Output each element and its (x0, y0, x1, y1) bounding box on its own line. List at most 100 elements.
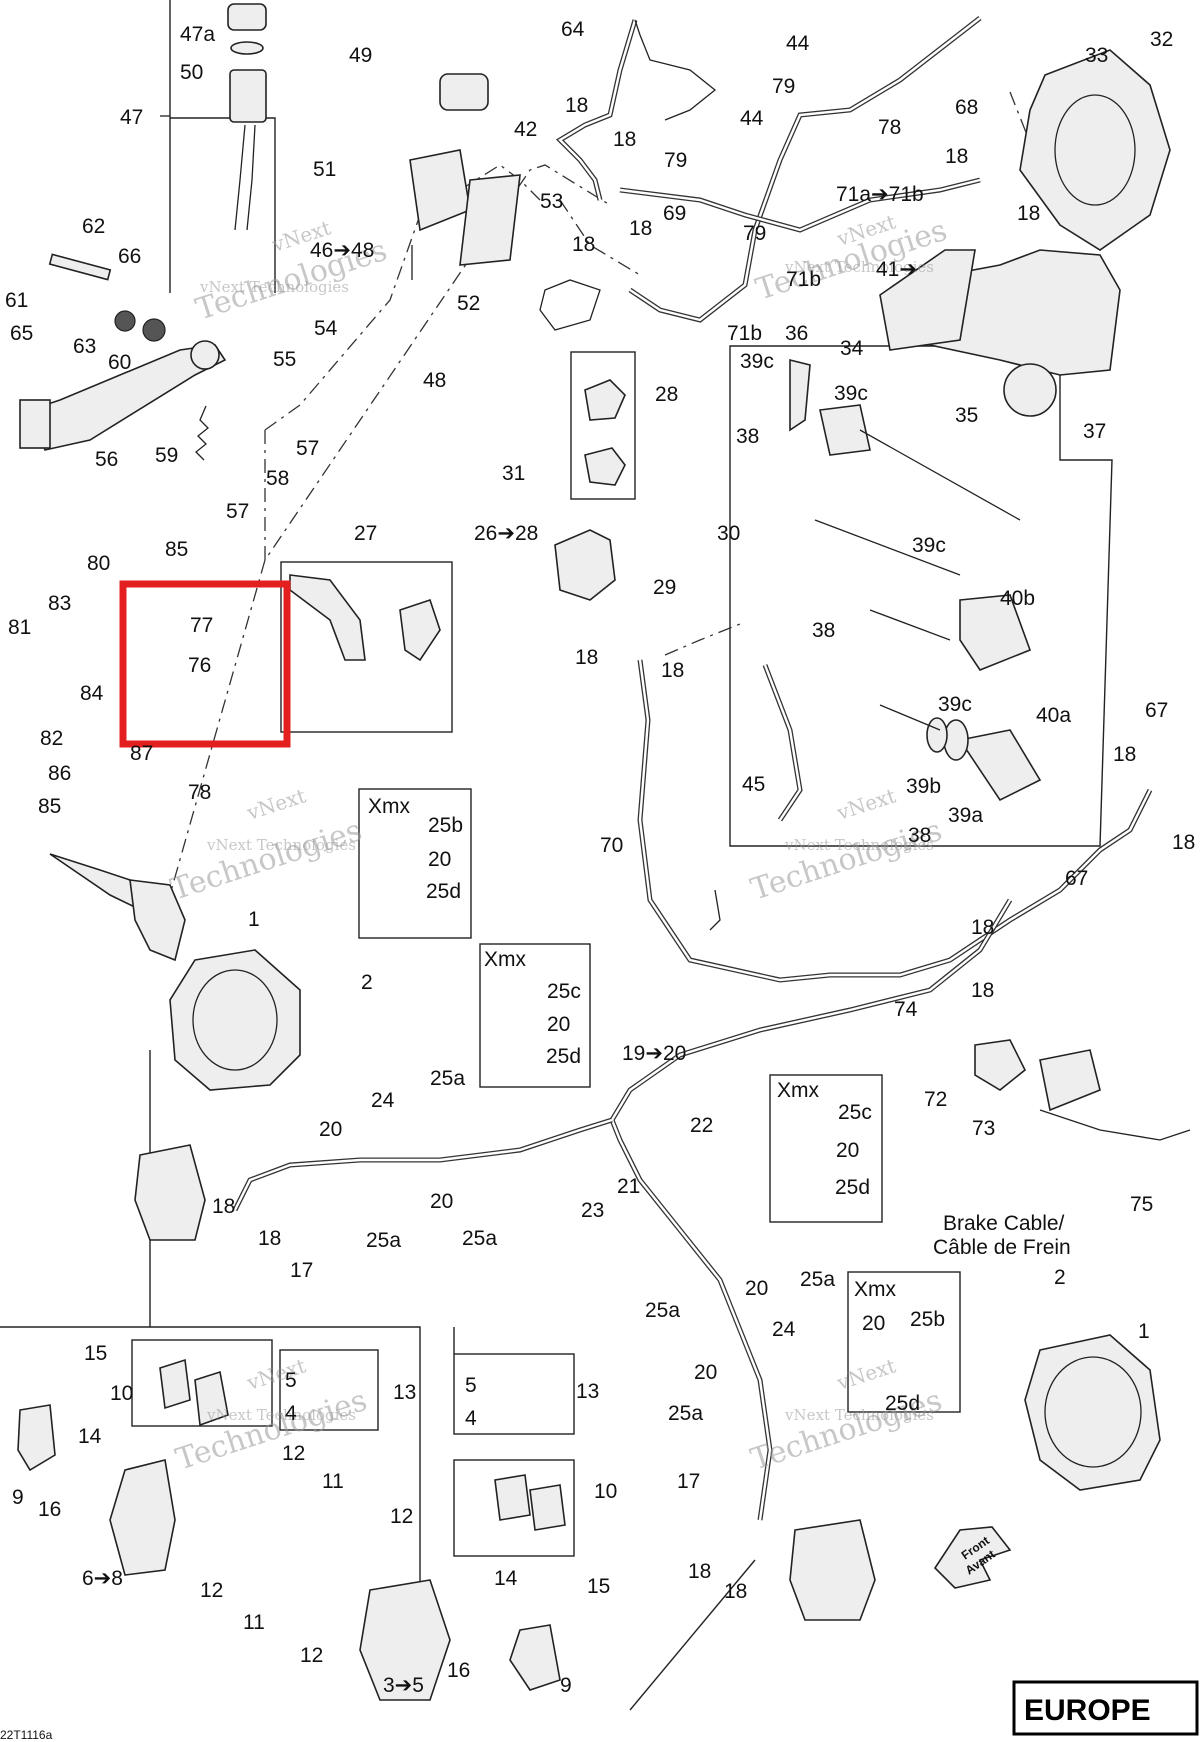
callout-87[interactable]: 87 (130, 742, 153, 765)
callout-24-b[interactable]: 24 (772, 1318, 796, 1341)
callout-5-a[interactable]: 5 (285, 1369, 297, 1392)
callout-18-f[interactable]: 18 (1017, 202, 1040, 225)
callout-25d-c[interactable]: 25d (835, 1176, 870, 1199)
callout-20-g[interactable]: 20 (694, 1361, 717, 1384)
callout-85-bottom[interactable]: 85 (38, 795, 61, 818)
callout-9-b[interactable]: 9 (560, 1674, 572, 1697)
callout-39c-d[interactable]: 39c (938, 693, 972, 716)
callout-37[interactable]: 37 (1083, 420, 1106, 443)
callout-23[interactable]: 23 (581, 1199, 604, 1222)
callout-83[interactable]: 83 (48, 592, 71, 615)
callout-20-h[interactable]: 20 (862, 1312, 885, 1335)
callout-18-g[interactable]: 18 (575, 646, 598, 669)
callout-38-c[interactable]: 38 (908, 824, 931, 847)
callout-18-i[interactable]: 18 (1113, 743, 1136, 766)
callout-3-5[interactable]: 3➔5 (383, 1674, 424, 1697)
callout-20-f[interactable]: 20 (745, 1277, 768, 1300)
callout-25d-b[interactable]: 25d (546, 1045, 581, 1068)
callout-25a-a[interactable]: 25a (430, 1067, 465, 1090)
callout-28[interactable]: 28 (655, 383, 678, 406)
callout-39b[interactable]: 39b (906, 775, 941, 798)
callout-59[interactable]: 59 (155, 444, 178, 467)
callout-40b[interactable]: 40b (1000, 587, 1035, 610)
callout-66[interactable]: 66 (118, 245, 141, 268)
callout-18-c[interactable]: 18 (572, 233, 595, 256)
callout-77[interactable]: 77 (190, 614, 213, 637)
callout-25d-d[interactable]: 25d (885, 1392, 920, 1415)
callout-85-top[interactable]: 85 (165, 538, 188, 561)
callout-17-a[interactable]: 17 (290, 1259, 313, 1282)
callout-47a[interactable]: 47a (180, 23, 215, 46)
callout-44-a[interactable]: 44 (786, 32, 810, 55)
callout-69[interactable]: 69 (663, 202, 686, 225)
callout-6-8[interactable]: 6➔8 (82, 1567, 123, 1590)
callout-15-b[interactable]: 15 (587, 1575, 610, 1598)
callout-5-b[interactable]: 5 (465, 1374, 477, 1397)
callout-71a-71b[interactable]: 71a➔71b (836, 183, 924, 206)
callout-72[interactable]: 72 (924, 1088, 947, 1111)
callout-68[interactable]: 68 (955, 96, 978, 119)
callout-73[interactable]: 73 (972, 1117, 995, 1140)
callout-18-o[interactable]: 18 (688, 1560, 711, 1583)
callout-10-b[interactable]: 10 (594, 1480, 617, 1503)
callout-41[interactable]: 41➔ (876, 258, 917, 281)
callout-86[interactable]: 86 (48, 762, 71, 785)
callout-65[interactable]: 65 (10, 322, 33, 345)
callout-74[interactable]: 74 (894, 998, 918, 1021)
callout-14-b[interactable]: 14 (494, 1567, 518, 1590)
callout-2-b[interactable]: 2 (1054, 1266, 1066, 1289)
callout-76[interactable]: 76 (188, 654, 211, 677)
callout-35[interactable]: 35 (955, 404, 978, 427)
callout-78-top[interactable]: 78 (878, 116, 901, 139)
callout-18-j[interactable]: 18 (1172, 831, 1195, 854)
callout-78-mid[interactable]: 78 (188, 781, 211, 804)
callout-40a[interactable]: 40a (1036, 704, 1071, 727)
callout-25a-d[interactable]: 25a (800, 1268, 835, 1291)
callout-18-e[interactable]: 18 (945, 145, 968, 168)
callout-45[interactable]: 45 (742, 773, 765, 796)
callout-79-c[interactable]: 79 (772, 75, 795, 98)
callout-20-b[interactable]: 20 (547, 1013, 570, 1036)
callout-25b-b[interactable]: 25b (910, 1308, 945, 1331)
callout-16-b[interactable]: 16 (447, 1659, 470, 1682)
callout-81[interactable]: 81 (8, 616, 31, 639)
callout-30[interactable]: 30 (717, 522, 740, 545)
callout-55[interactable]: 55 (273, 348, 296, 371)
callout-20-a[interactable]: 20 (428, 848, 451, 871)
callout-18-n[interactable]: 18 (258, 1227, 281, 1250)
callout-38-b[interactable]: 38 (812, 619, 835, 642)
callout-18-k[interactable]: 18 (971, 916, 994, 939)
callout-25a-e[interactable]: 25a (645, 1299, 680, 1322)
callout-12-d[interactable]: 12 (300, 1644, 323, 1667)
callout-75[interactable]: 75 (1130, 1193, 1153, 1216)
callout-33[interactable]: 33 (1085, 44, 1108, 67)
callout-12-b[interactable]: 12 (390, 1505, 413, 1528)
callout-26-28[interactable]: 26➔28 (474, 522, 538, 545)
callout-27[interactable]: 27 (354, 522, 377, 545)
callout-54[interactable]: 54 (314, 317, 338, 340)
callout-11-a[interactable]: 11 (322, 1470, 344, 1493)
callout-1-b[interactable]: 1 (1138, 1320, 1150, 1343)
callout-70[interactable]: 70 (600, 834, 623, 857)
callout-13-b[interactable]: 13 (576, 1380, 599, 1403)
callout-82[interactable]: 82 (40, 727, 63, 750)
callout-24-a[interactable]: 24 (371, 1089, 395, 1112)
callout-9-a[interactable]: 9 (12, 1486, 24, 1509)
callout-84[interactable]: 84 (80, 682, 104, 705)
callout-71b-a[interactable]: 71b (786, 268, 821, 291)
callout-25d-a[interactable]: 25d (426, 880, 461, 903)
callout-25a-b[interactable]: 25a (366, 1229, 401, 1252)
callout-57-top[interactable]: 57 (296, 437, 319, 460)
callout-79-a[interactable]: 79 (664, 149, 687, 172)
callout-20-c[interactable]: 20 (319, 1118, 342, 1141)
callout-17-b[interactable]: 17 (677, 1470, 700, 1493)
callout-50[interactable]: 50 (180, 61, 203, 84)
callout-58[interactable]: 58 (266, 467, 289, 490)
callout-18-d[interactable]: 18 (629, 217, 652, 240)
callout-25a-c[interactable]: 25a (462, 1227, 497, 1250)
callout-38-a[interactable]: 38 (736, 425, 759, 448)
callout-10-a[interactable]: 10 (110, 1382, 133, 1405)
callout-36[interactable]: 36 (785, 322, 808, 345)
callout-31[interactable]: 31 (502, 462, 525, 485)
callout-57-bottom[interactable]: 57 (226, 500, 249, 523)
